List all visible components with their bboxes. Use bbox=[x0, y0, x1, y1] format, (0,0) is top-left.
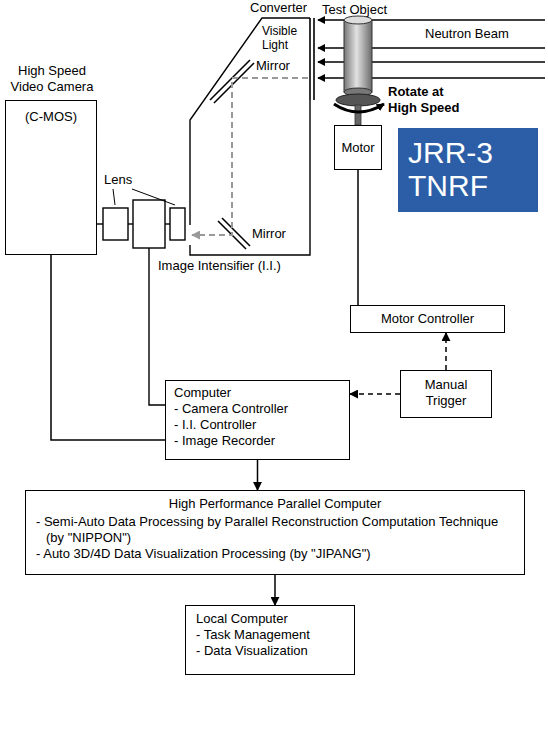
process-box: Motor Controller bbox=[350, 305, 505, 333]
light-tight-housing bbox=[190, 18, 310, 255]
connector bbox=[357, 170, 359, 305]
node-title: JRR-3 TNRF bbox=[408, 136, 526, 202]
facility-badge: JRR-3 TNRF bbox=[398, 128, 538, 212]
node-title: Computer bbox=[174, 385, 341, 401]
part-label: Mirror bbox=[252, 226, 304, 241]
node-text: - Camera Controller bbox=[174, 401, 341, 417]
camera-box: High Speed Video Camera(C-MOS) bbox=[5, 100, 97, 255]
node-title: Manual Trigger bbox=[405, 377, 487, 409]
part-label: Lens bbox=[104, 172, 144, 187]
visible-light-path bbox=[192, 78, 308, 235]
optics bbox=[97, 200, 185, 248]
node-text: - Semi-Auto Data Processing by Parallel … bbox=[36, 514, 514, 546]
converter-plate bbox=[310, 18, 314, 100]
part-label: Visible Light bbox=[262, 24, 308, 52]
part-label: Image Intensifier (I.I.) bbox=[158, 258, 318, 273]
node-title: Local Computer bbox=[196, 611, 344, 627]
process-box: Local Computer- Task Management- Data Vi… bbox=[185, 605, 355, 675]
node-title: High Performance Parallel Computer bbox=[36, 496, 514, 512]
part-label: Test Object bbox=[322, 2, 412, 17]
part-label: Rotate at High Speed bbox=[388, 84, 472, 116]
trigger-box: Manual Trigger bbox=[400, 370, 492, 418]
connector bbox=[274, 575, 276, 605]
part-label: Neutron Beam bbox=[425, 26, 535, 41]
connector bbox=[257, 460, 259, 490]
connector bbox=[445, 333, 447, 370]
process-box: High Performance Parallel Computer - Semi… bbox=[25, 490, 525, 575]
node-text: - Auto 3D/4D Data Visualization Processi… bbox=[36, 546, 514, 562]
node-text: - Image Recorder bbox=[174, 433, 341, 449]
node-title: Motor Controller bbox=[355, 311, 500, 327]
process-box: Computer- Camera Controller- I.I. Contro… bbox=[165, 380, 350, 460]
motor-box: Motor bbox=[334, 125, 382, 170]
leader-line bbox=[113, 189, 175, 205]
node-text: - I.I. Controller bbox=[174, 417, 341, 433]
test-object bbox=[334, 16, 384, 125]
node-title: High Speed Video Camera bbox=[2, 63, 102, 95]
connector bbox=[350, 393, 400, 395]
part-label: Mirror bbox=[256, 58, 306, 73]
node-text: - Task Management bbox=[196, 627, 344, 643]
part-label: Converter bbox=[250, 0, 320, 15]
node-text: - Data Visualization bbox=[196, 643, 344, 659]
connector bbox=[51, 255, 165, 440]
node-title: Motor bbox=[337, 140, 379, 156]
node-text: (C-MOS) bbox=[10, 109, 92, 125]
